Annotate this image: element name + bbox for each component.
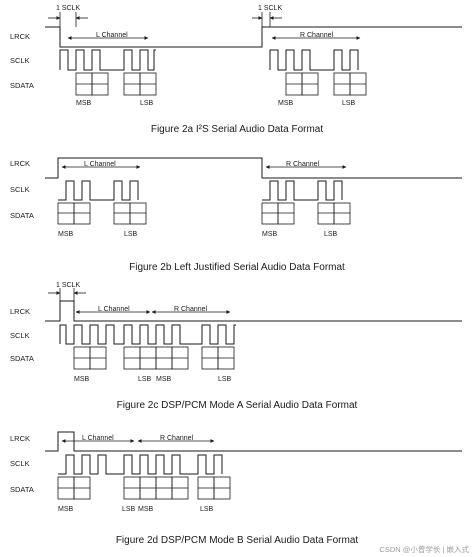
sclk-label: SCLK	[10, 331, 30, 340]
lrck-waveform	[45, 157, 462, 179]
watermark: CSDN @小曾学长 | 嵌入式	[379, 544, 469, 554]
r-channel-label: R Channel	[160, 435, 194, 442]
sdata-waveform	[57, 476, 231, 500]
sdata-label: SDATA	[10, 211, 34, 220]
l-channel-label: L Channel	[84, 161, 116, 168]
r-channel-label: R Channel	[300, 32, 334, 39]
figure-caption: Figure 2b Left Justified Serial Audio Da…	[129, 262, 345, 273]
msb-label: MSB	[138, 506, 154, 513]
figure-2a: LRCK SCLK SDATA 1 SCLK 1 SCLK	[10, 5, 462, 135]
one-sclk-annotation-left: 1 SCLK	[56, 5, 80, 12]
sdata-label: SDATA	[10, 354, 34, 363]
r-channel-label: R Channel	[174, 306, 208, 313]
sdata-label: SDATA	[10, 485, 34, 494]
lsb-label: LSB	[140, 100, 154, 107]
msb-label: MSB	[74, 376, 90, 383]
lsb-label: LSB	[122, 506, 136, 513]
lsb-label: LSB	[324, 231, 338, 238]
sclk-waveform	[59, 324, 236, 345]
r-channel-label: R Channel	[286, 161, 320, 168]
sdata-waveform	[73, 346, 235, 370]
msb-label: MSB	[156, 376, 172, 383]
sclk-waveform	[58, 454, 223, 475]
lrck-waveform	[45, 26, 462, 48]
figure-2d: LRCK SCLK SDATA L Channel R Channel MSB …	[10, 431, 462, 546]
sdata-waveform	[57, 202, 351, 225]
msb-label: MSB	[262, 231, 278, 238]
sclk-label: SCLK	[10, 459, 30, 468]
l-channel-label: L Channel	[98, 306, 130, 313]
sclk-label: SCLK	[10, 185, 30, 194]
figure-caption: Figure 2c DSP/PCM Mode A Serial Audio Da…	[117, 400, 358, 411]
lrck-label: LRCK	[10, 32, 30, 41]
lrck-waveform	[45, 431, 462, 452]
sdata-waveform	[75, 72, 367, 96]
lsb-label: LSB	[200, 506, 214, 513]
lrck-label: LRCK	[10, 434, 30, 443]
lsb-label: LSB	[138, 376, 152, 383]
lrck-waveform	[45, 300, 462, 322]
l-channel-label: L Channel	[82, 435, 114, 442]
sclk-waveform	[58, 180, 343, 201]
sclk-label: SCLK	[10, 56, 30, 65]
lrck-label: LRCK	[10, 159, 30, 168]
one-sclk-annotation-right: 1 SCLK	[258, 5, 282, 12]
sclk-waveform	[59, 49, 359, 71]
figure-2c: LRCK SCLK SDATA 1 SCLK L Channel R Chann…	[10, 282, 462, 411]
figure-2b: LRCK SCLK SDATA L Channel R Channel MSB …	[10, 157, 462, 273]
figure-caption: Figure 2a I²S Serial Audio Data Format	[151, 124, 324, 135]
lsb-label: LSB	[342, 100, 356, 107]
lsb-label: LSB	[218, 376, 232, 383]
msb-label: MSB	[76, 100, 92, 107]
one-sclk-annotation: 1 SCLK	[56, 282, 80, 289]
sdata-label: SDATA	[10, 81, 34, 90]
l-channel-label: L Channel	[96, 32, 128, 39]
msb-label: MSB	[278, 100, 294, 107]
figure-caption: Figure 2d DSP/PCM Mode B Serial Audio Da…	[116, 535, 359, 546]
msb-label: MSB	[58, 231, 74, 238]
msb-label: MSB	[58, 506, 74, 513]
lsb-label: LSB	[124, 231, 138, 238]
lrck-label: LRCK	[10, 307, 30, 316]
